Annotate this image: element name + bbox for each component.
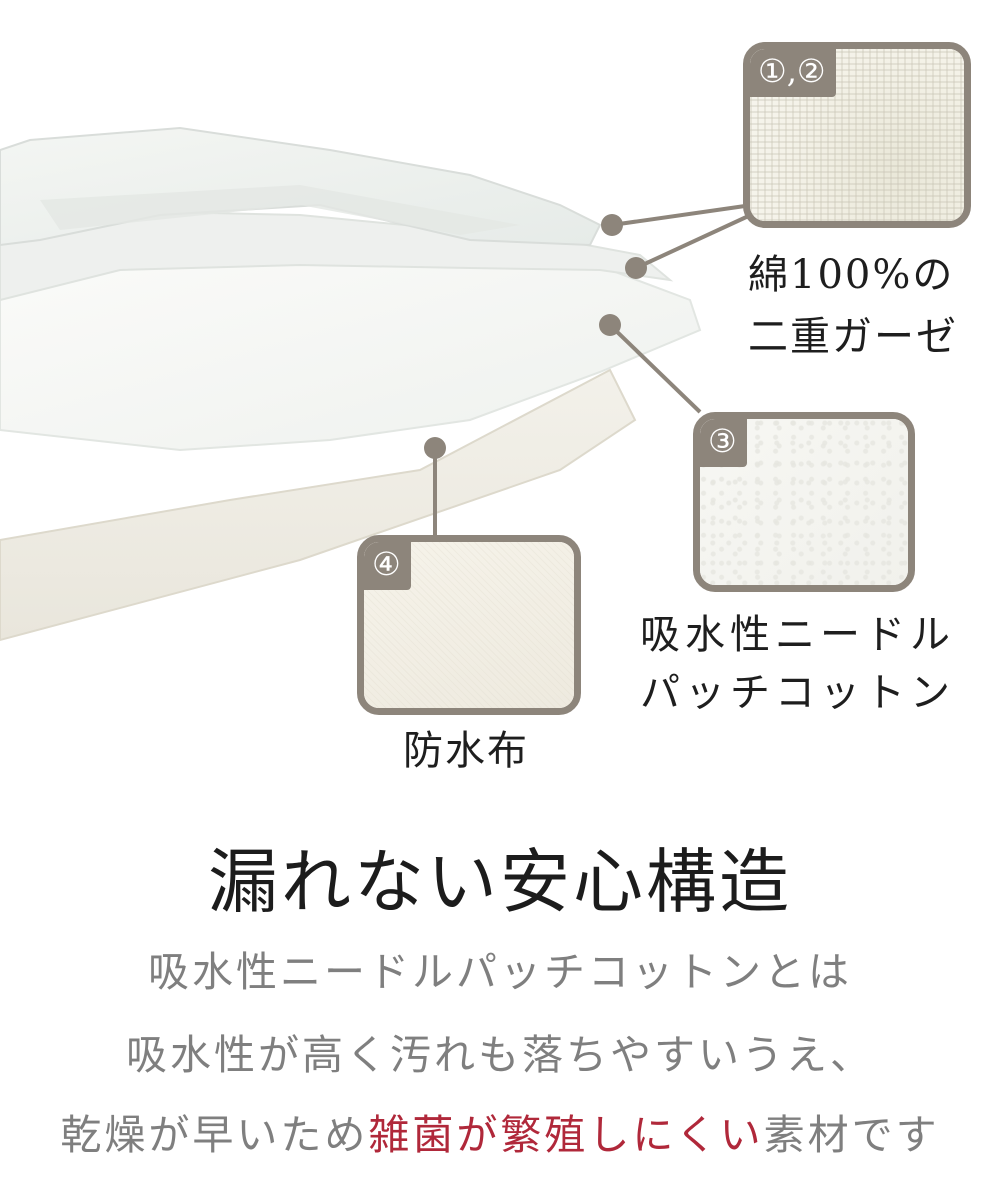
caption-line: 防水布 bbox=[403, 728, 529, 774]
caption-line: 綿100%の bbox=[748, 252, 955, 298]
layer-number-badge: ①,② bbox=[750, 49, 836, 97]
highlight-text: 雑菌が繁殖しにくい bbox=[368, 1111, 764, 1159]
layer-number-badge: ④ bbox=[364, 542, 411, 590]
description-line: 吸水性ニードルパッチコットンとは bbox=[148, 948, 852, 996]
callout-dot-layer1 bbox=[601, 214, 623, 236]
gauze-caption: 綿100%の 二重ガーゼ bbox=[748, 244, 958, 368]
page-title: 漏れない安心構造 bbox=[208, 841, 792, 923]
layered-pad-illustration bbox=[0, 126, 756, 642]
waterproof-swatch: ④ bbox=[357, 535, 581, 715]
description-line: 吸水性が高く汚れも落ちやすいうえ、 bbox=[126, 1031, 874, 1079]
callout-line-layer2 bbox=[635, 211, 756, 270]
caption-line: パッチコットン bbox=[640, 670, 955, 716]
caption-line: 吸水性ニードル bbox=[640, 612, 955, 658]
description-line: 乾燥が早いため雑菌が繁殖しにくい素材です bbox=[0, 1105, 1000, 1165]
callout-line-layer3 bbox=[608, 323, 702, 414]
description-text: 乾燥が早いため bbox=[60, 1111, 369, 1159]
cotton-swatch: ③ bbox=[693, 412, 915, 592]
callout-dot-layer3 bbox=[599, 314, 621, 336]
waterproof-caption: 防水布 bbox=[403, 726, 529, 776]
gauze-swatch: ①,② bbox=[743, 42, 971, 228]
cotton-caption: 吸水性ニードル パッチコットン bbox=[640, 606, 955, 722]
callout-dot-layer2 bbox=[625, 257, 647, 279]
layer-number-badge: ③ bbox=[700, 419, 747, 467]
callout-dot-layer4 bbox=[424, 437, 446, 459]
description-text: 素材です bbox=[763, 1111, 940, 1159]
fold-shadow bbox=[40, 185, 520, 235]
waterproof-layer bbox=[0, 368, 637, 642]
caption-line: 二重ガーゼ bbox=[748, 314, 958, 360]
callout-line-layer1 bbox=[611, 204, 746, 227]
